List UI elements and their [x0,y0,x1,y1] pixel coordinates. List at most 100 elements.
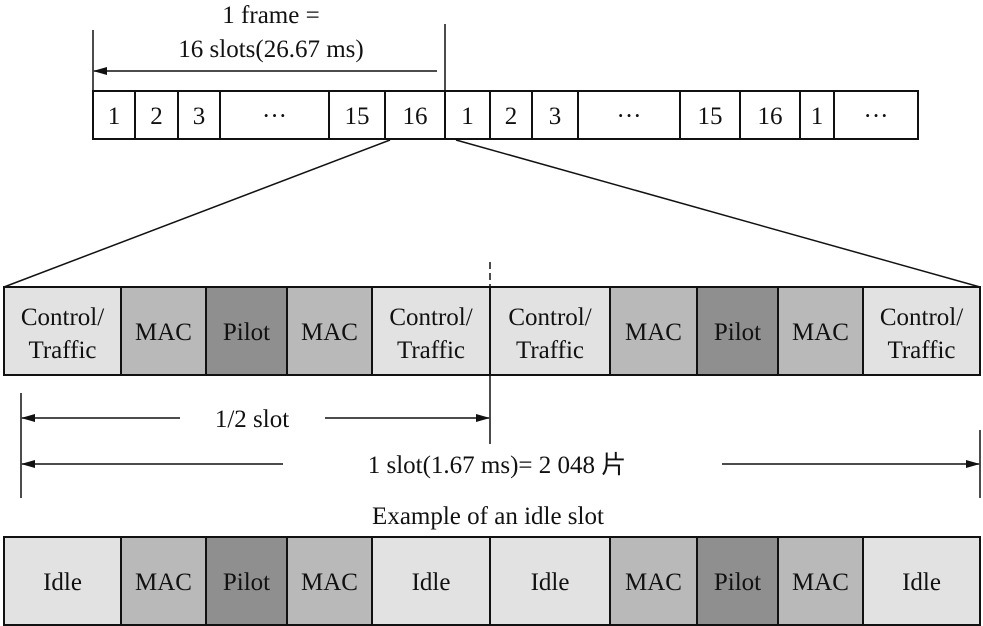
active-slot-segment-box [371,286,491,376]
frame-slot-box [328,90,386,140]
frame-slot-box [92,90,136,140]
idle-slot-segment-box [777,536,864,626]
active-slot-segment-box [777,286,864,376]
idle-slot-segment-mac: MAC [609,536,698,626]
frame-slot-number: ··· [262,103,287,130]
frame-slot-number: ··· [617,103,642,130]
active-slot-segment-label: MAC [301,319,358,346]
frame-slot-cell: ··· [577,90,681,140]
frame-slot-box [384,90,446,140]
zoom-line-left [3,139,391,288]
idle-slot-segment-idle: Idle [3,536,122,626]
idle-slot-segment-label: MAC [792,569,849,596]
active-slot-segment-data: Control/Traffic [489,286,611,376]
active-slot-segment-box [286,286,373,376]
full-slot-label: 1 slot(1.67 ms)= 2 048 片 [368,451,627,479]
frame-slot-number: 1 [461,103,474,130]
frame-slot-cell: 15 [328,90,386,140]
frame-slot-number: 15 [698,103,723,130]
frame-slot-number: 2 [505,103,518,130]
frame-slot-cell: ··· [833,90,919,140]
frame-slot-box [833,90,919,140]
active-slot-segment-pilot: Pilot [696,286,779,376]
frame-slot-number: 3 [549,103,562,130]
active-slot-segment-label-line2: Traffic [516,337,584,364]
frame-slot-cell: 1 [444,90,491,140]
active-slot-segment-box [489,286,611,376]
idle-slot-segment-label: Idle [412,569,451,596]
frame-slot-box [134,90,179,140]
frame-slot-number: 16 [758,103,783,130]
frame-slot-number: 15 [345,103,370,130]
active-slot-segment-label-line2: Traffic [28,337,96,364]
idle-slot-segment-label: MAC [135,569,192,596]
active-slot-segment-data: Control/Traffic [862,286,981,376]
active-slot-segment-box [3,286,122,376]
frame-slot-box [799,90,835,140]
active-slot-segment-label-line2: Traffic [397,337,465,364]
frame-slot-number: 16 [403,103,428,130]
idle-slot-segment-mac: MAC [120,536,207,626]
frame-slot-box [577,90,681,140]
idle-slot-segment-label: MAC [301,569,358,596]
active-slot-segment-box [862,286,981,376]
frame-slot-cell: 16 [739,90,801,140]
frame-slot-box [489,90,533,140]
frame-label-line1: 1 frame = [222,2,319,29]
idle-slot-segment-pilot: Pilot [696,536,779,626]
frame-slot-number: 2 [150,103,163,130]
frame-slot-number: 1 [811,103,824,130]
idle-slot-segment-label: Idle [902,569,941,596]
active-slot-segment-label-line1: Control/ [880,304,963,331]
active-slot-segment-label: MAC [135,319,192,346]
frame-slot-cell: 3 [177,90,221,140]
zoom-line-right [455,139,981,288]
frame-label-line2: 16 slots(26.67 ms) [178,36,363,63]
frame-slot-cell: 2 [134,90,179,140]
frame-slot-cell: 1 [799,90,835,140]
idle-slot-segment-box [3,536,122,626]
active-slot-segment-label: Pilot [223,319,270,346]
active-slot-segment-label-line1: Control/ [508,304,591,331]
idle-slot-segment-box [609,536,698,626]
frame-slot-box [219,90,330,140]
active-slot-segment-label-line2: Traffic [887,337,955,364]
active-slot-segment-data: Control/Traffic [371,286,491,376]
frame-slot-cell: 15 [679,90,741,140]
idle-slot-segment-idle: Idle [489,536,611,626]
idle-slot-row: Idle MAC Pilot MAC Idle Idle MAC Pilot MAC Idle [3,536,981,626]
idle-slot-segment-mac: MAC [777,536,864,626]
active-slot-segment-box [609,286,698,376]
active-slot-segment-mac: MAC [609,286,698,376]
idle-slot-caption: Example of an idle slot [372,503,604,530]
active-slot-segment-mac: MAC [777,286,864,376]
active-slot-segment-label-line1: Control/ [21,304,104,331]
frame-slot-number: 3 [193,103,206,130]
frame-slot-box [739,90,801,140]
idle-slot-segment-label: Pilot [714,569,761,596]
idle-slot-segment-box [489,536,611,626]
idle-slot-segment-label: MAC [625,569,682,596]
frame-slot-cell: 1 [92,90,136,140]
idle-slot-segment-pilot: Pilot [205,536,288,626]
frame-slot-box [177,90,221,140]
frame-slot-number: ··· [864,103,889,130]
frame-slot-box [679,90,741,140]
idle-slot-segment-label: Pilot [223,569,270,596]
idle-slot-segment-idle: Idle [371,536,491,626]
active-slot-segment-box [120,286,207,376]
active-slot-segment-mac: MAC [120,286,207,376]
active-slot-segment-pilot: Pilot [205,286,288,376]
idle-slot-segment-label: Idle [531,569,570,596]
active-slot-segment-data: Control/Traffic [3,286,122,376]
active-slot-segment-mac: MAC [286,286,373,376]
idle-slot-segment-box [862,536,981,626]
frame-slot-cell: 2 [489,90,533,140]
frame-slot-cell: 3 [531,90,579,140]
half-slot-label: 1/2 slot [215,406,289,433]
active-slot-segment-label: MAC [625,319,682,346]
active-slot-segment-label-line1: Control/ [389,304,472,331]
